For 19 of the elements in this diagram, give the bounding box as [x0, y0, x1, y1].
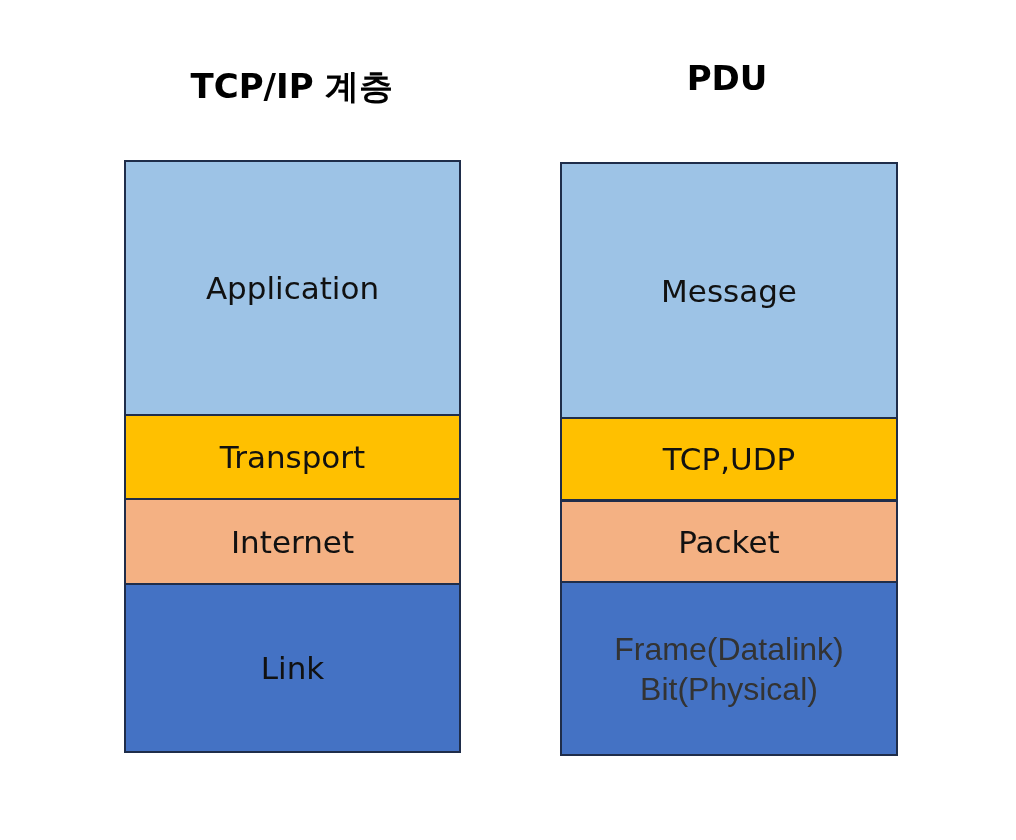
- layer-label: Internet: [230, 523, 355, 560]
- layer-label: Application: [205, 270, 380, 306]
- layer-box: [124, 414, 461, 500]
- layer-box: [560, 417, 898, 501]
- column-heading: TCP/IP 계층: [190, 65, 394, 108]
- layer-box: [124, 498, 461, 585]
- layer-label: Link: [260, 650, 325, 686]
- layer-box: [560, 500, 898, 583]
- layer-box: [124, 160, 461, 416]
- column-heading: PDU: [686, 58, 768, 98]
- layer-label: Message: [661, 272, 797, 309]
- layer-label: Packet: [678, 523, 780, 560]
- layer-box: [560, 162, 898, 419]
- layer-label: Frame(Datalink): [614, 629, 844, 669]
- layer-box: [560, 581, 898, 756]
- layer-box: [124, 583, 461, 753]
- layer-label: TCP,UDP: [662, 441, 796, 477]
- layer-label: Transport: [219, 439, 366, 475]
- layer-label: Bit(Physical): [640, 669, 818, 709]
